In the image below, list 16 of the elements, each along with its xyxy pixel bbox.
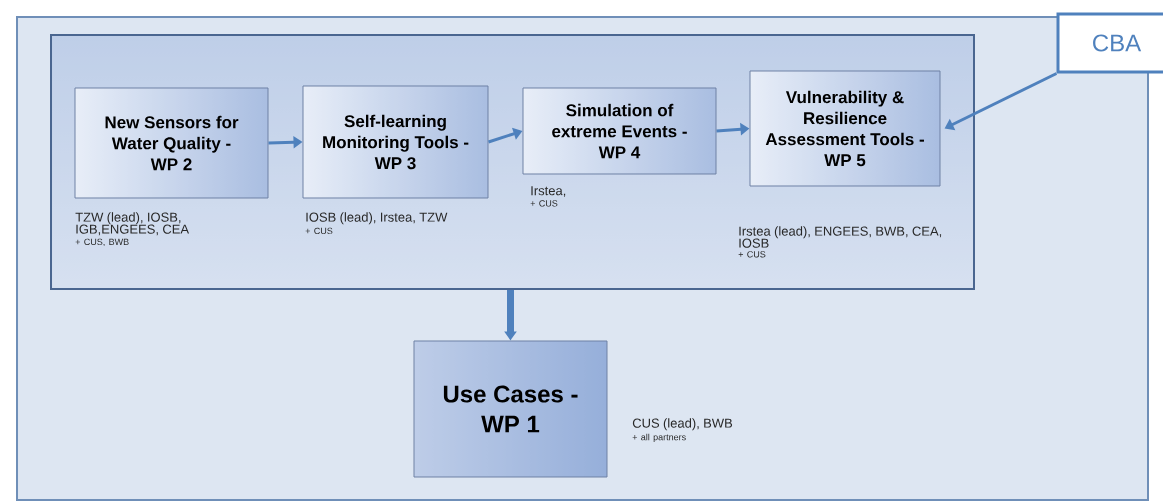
work-package-box: Simulation of extreme Events - WP 4 xyxy=(522,87,717,175)
partner-list: + CUS, BWB xyxy=(75,238,129,247)
partner-list: IOSB (lead), Irstea, TZW xyxy=(306,212,448,225)
work-package-box: Use Cases - WP 1 xyxy=(413,340,608,478)
work-package-box: Vulnerability & Resilience Assessment Tools - WP 5 xyxy=(749,70,941,187)
partner-list: + CUS xyxy=(530,200,558,207)
work-package-box: New Sensors for Water Quality - WP 2 xyxy=(74,87,269,199)
work-package-box: Self-learning Monitoring Tools - WP 3 xyxy=(302,85,489,199)
partner-list: TZW (lead), IOSB, IGB,ENGEES, CEA xyxy=(75,212,190,236)
tag-box: CBA xyxy=(1056,12,1163,74)
partner-list: + CUS xyxy=(738,251,766,258)
partner-list: CUS (lead), BWB xyxy=(632,418,733,431)
partner-list: + CUS xyxy=(305,227,333,235)
partner-list: Irstea, xyxy=(531,186,566,197)
partner-list: + all partners xyxy=(632,433,686,443)
partner-list: Irstea (lead), ENGEES, BWB, CEA, IOSB xyxy=(739,226,942,248)
